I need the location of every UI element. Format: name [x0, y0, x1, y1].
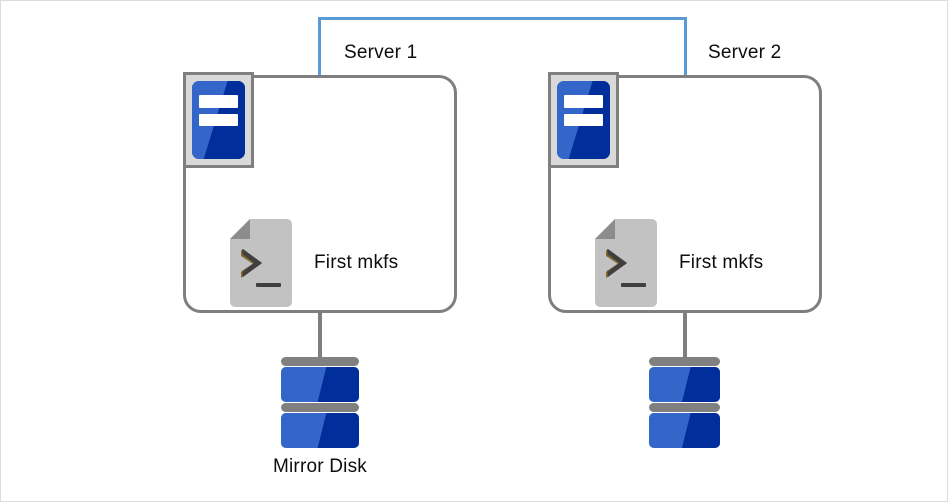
- server-1-title: Server 1: [344, 42, 418, 63]
- server-icon: [548, 72, 619, 168]
- server-icon-slot-2: [564, 113, 603, 127]
- terminal-file-icon: [230, 219, 293, 307]
- server-1-operation-label: First mkfs: [314, 252, 399, 273]
- interconnect-left-drop: [318, 17, 321, 75]
- disk-2-platter-bottom-shading: [649, 413, 720, 448]
- server-2-operation-row: First mkfs: [595, 219, 763, 307]
- disk-2-bar-middle: [649, 403, 720, 412]
- disk-2-platter-top-shading: [649, 367, 720, 402]
- disk-1-bar-middle: [281, 403, 359, 412]
- server-icon-slot-1: [199, 95, 238, 108]
- server-icon-slot-2: [199, 113, 238, 127]
- mirror-disk-icon: [281, 357, 359, 448]
- server-icon-body: [557, 81, 610, 159]
- disk-2-platter-bottom: [649, 413, 720, 448]
- interconnect-right-drop: [684, 17, 687, 75]
- server-2-title: Server 2: [708, 42, 782, 63]
- disk-1-platter-bottom: [281, 413, 359, 448]
- server-icon: [183, 72, 254, 168]
- disk-2-platter-top: [649, 367, 720, 402]
- mirror-disk-label: Mirror Disk: [272, 456, 368, 477]
- server-1-operation-row: First mkfs: [230, 219, 398, 307]
- server-icon-slot-1: [564, 95, 603, 108]
- terminal-file-icon: [595, 219, 658, 307]
- disk-1-bar-top: [281, 357, 359, 366]
- server-1-disk-connector: [318, 311, 322, 361]
- disk-1-platter-bottom-shading: [281, 413, 359, 448]
- server-1-box[interactable]: [183, 75, 457, 313]
- server-icon-body: [192, 81, 245, 159]
- disk-1-platter-top: [281, 367, 359, 402]
- mirror-disk-icon: [649, 357, 720, 448]
- disk-1-platter-top-shading: [281, 367, 359, 402]
- server-2-disk-connector: [683, 311, 687, 361]
- disk-2-bar-top: [649, 357, 720, 366]
- interconnect-horizontal-line: [318, 17, 687, 20]
- server-2-operation-label: First mkfs: [679, 252, 764, 273]
